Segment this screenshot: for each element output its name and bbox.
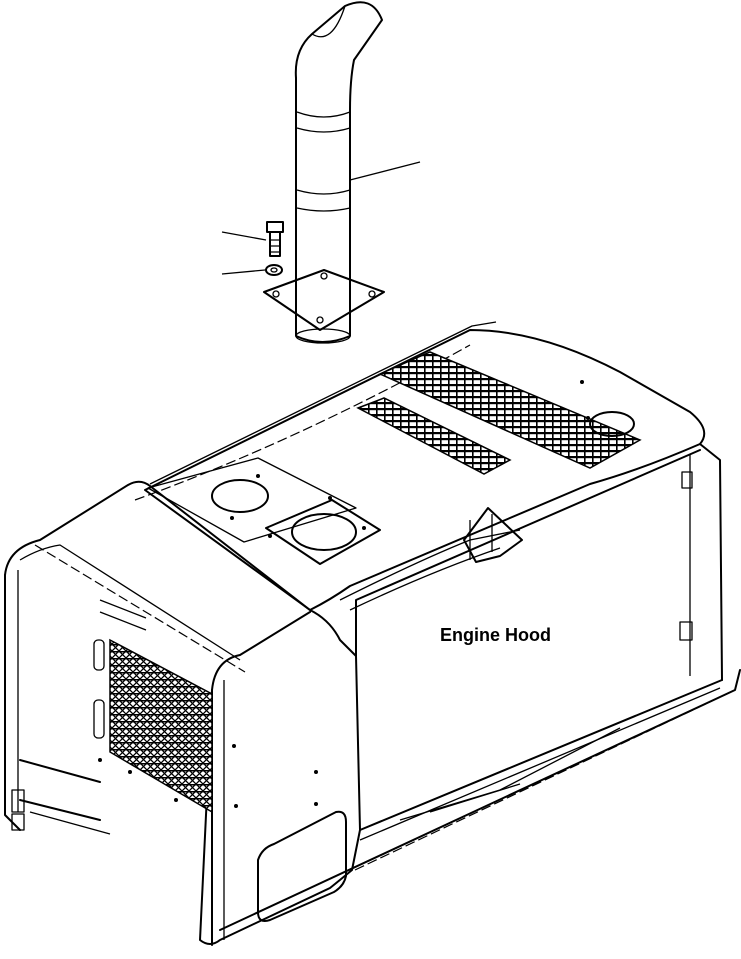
top-hole-right [589,411,635,437]
side-grille [109,638,213,814]
top-grille-rear [378,351,642,469]
leader-line-washer [221,269,266,275]
washer [265,264,283,276]
leader-line-bolt [221,231,267,241]
top-plate-center [265,499,381,565]
top-grille-front [356,397,512,475]
hood-bracket [463,507,523,563]
bolt [266,221,284,257]
top-hole-center [291,513,357,551]
leader-line-pipe [349,161,421,181]
access-panel [257,810,347,922]
engine-hood-label: Engine Hood [440,625,551,645]
exhaust-pipe [294,1,383,344]
top-plate-left [147,457,357,543]
exhaust-flange [263,269,385,331]
top-hole-left [211,479,269,513]
engine-hood [4,321,741,946]
